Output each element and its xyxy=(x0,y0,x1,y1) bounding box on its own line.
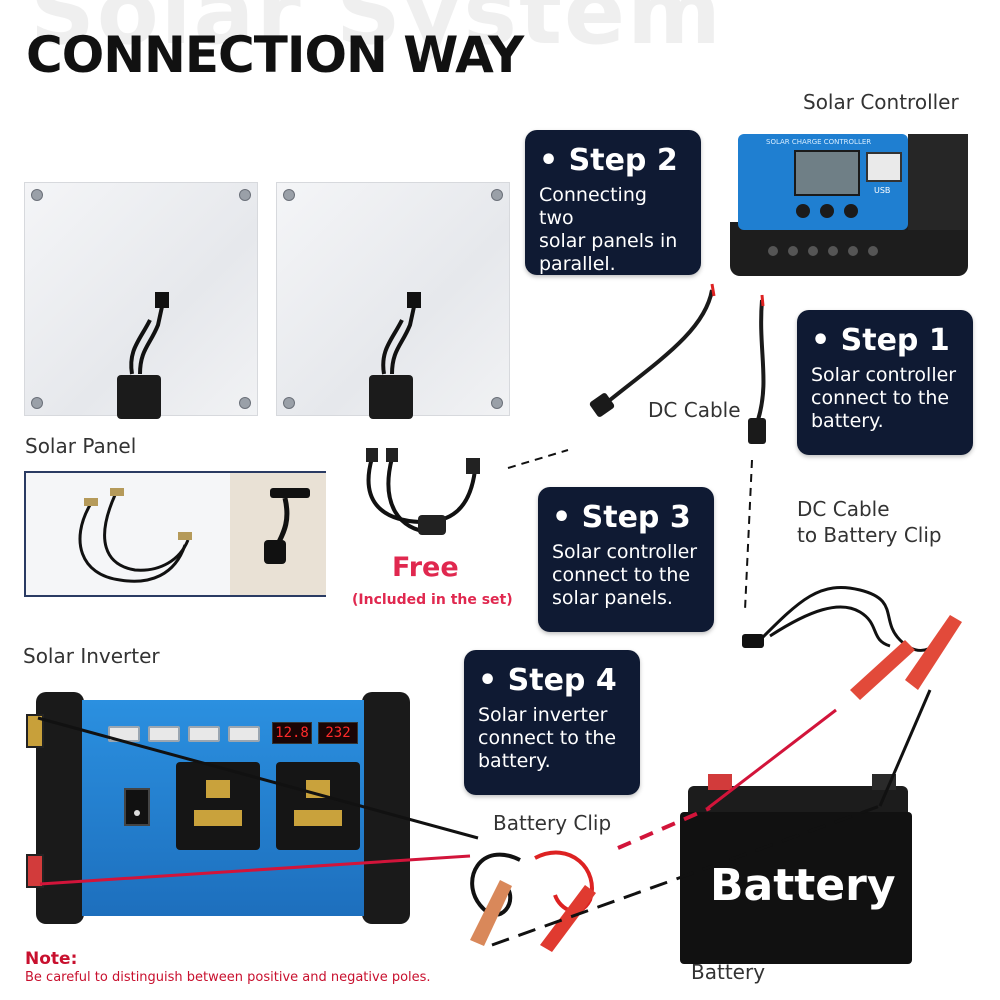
battery-label: Battery xyxy=(691,960,766,984)
solar-panel-right xyxy=(276,182,510,419)
solar-panel-left xyxy=(24,182,258,419)
inverter-body: 12.8 232 xyxy=(82,700,364,916)
step-description: Solar inverter connect to the battery. xyxy=(478,704,617,772)
controller-button xyxy=(796,204,810,218)
junction-box xyxy=(117,375,161,419)
battery-clip-label: Battery Clip xyxy=(493,811,612,835)
ac-socket-left xyxy=(176,762,260,850)
step-description: Solar controller connect to the solar pa… xyxy=(552,541,698,609)
step-3-card: • Step 3 Solar controller connect to the… xyxy=(538,487,714,632)
step-1-card: • Step 1 Solar controller connect to the… xyxy=(797,310,973,455)
inverter-terminal-top xyxy=(26,714,44,748)
battery: Battery xyxy=(680,774,912,964)
battery-printed-label: Battery xyxy=(710,860,896,911)
solar-panel-label: Solar Panel xyxy=(25,434,137,458)
dc-cable-label: DC Cable xyxy=(648,398,741,422)
solar-inverter-label: Solar Inverter xyxy=(23,644,160,668)
step-title: • Step 2 xyxy=(539,143,678,178)
controller-button xyxy=(820,204,834,218)
controller-brand: SOLAR CHARGE CONTROLLER xyxy=(766,138,872,146)
watermark-text: Solar System xyxy=(30,0,723,65)
controller-usb-ports xyxy=(866,152,902,182)
junction-box xyxy=(369,375,413,419)
usb-port xyxy=(228,726,260,742)
solar-controller: SOLAR CHARGE CONTROLLER USB xyxy=(730,128,968,276)
page-title: CONNECTION WAY xyxy=(26,26,524,84)
step-title: • Step 1 xyxy=(811,323,950,358)
solar-controller-label: Solar Controller xyxy=(803,90,959,114)
battery-terminal-positive xyxy=(708,774,732,790)
inverter-display-voltage: 12.8 xyxy=(272,722,312,744)
controller-face: SOLAR CHARGE CONTROLLER USB xyxy=(738,134,908,230)
note-text: Be careful to distinguish between positi… xyxy=(25,970,431,985)
free-label: Free xyxy=(392,552,459,583)
usb-port xyxy=(188,726,220,742)
solar-controller-label-text: Solar Controller xyxy=(803,90,959,114)
step-2-card: • Step 2 Connecting two solar panels in … xyxy=(525,130,701,275)
free-subtitle: (Included in the set) xyxy=(352,592,513,608)
step-title: • Step 4 xyxy=(478,663,617,698)
controller-button xyxy=(844,204,858,218)
controller-side xyxy=(908,134,968,230)
power-switch xyxy=(124,788,150,826)
inverter-terminal-bottom xyxy=(26,854,44,888)
step-description: Solar controller connect to the battery. xyxy=(811,364,957,432)
ac-socket-right xyxy=(276,762,360,850)
usb-port xyxy=(148,726,180,742)
inverter-end-left xyxy=(36,692,84,924)
inverter-display-output: 232 xyxy=(318,722,358,744)
solar-inverter: 12.8 232 xyxy=(26,692,410,924)
note-title: Note: xyxy=(25,949,78,969)
step-description: Connecting two solar panels in parallel. xyxy=(539,184,678,275)
controller-usb-label: USB xyxy=(874,186,891,195)
battery-top xyxy=(688,786,908,816)
dc-cable-battery-clip-label-line1: DC Cable xyxy=(797,497,890,521)
dc-cable-battery-clip-label-line2: to Battery Clip xyxy=(797,523,942,547)
controller-terminals xyxy=(768,246,888,258)
step-4-card: • Step 4 Solar inverter connect to the b… xyxy=(464,650,640,795)
controller-screen xyxy=(794,150,860,196)
step-title: • Step 3 xyxy=(552,500,691,535)
